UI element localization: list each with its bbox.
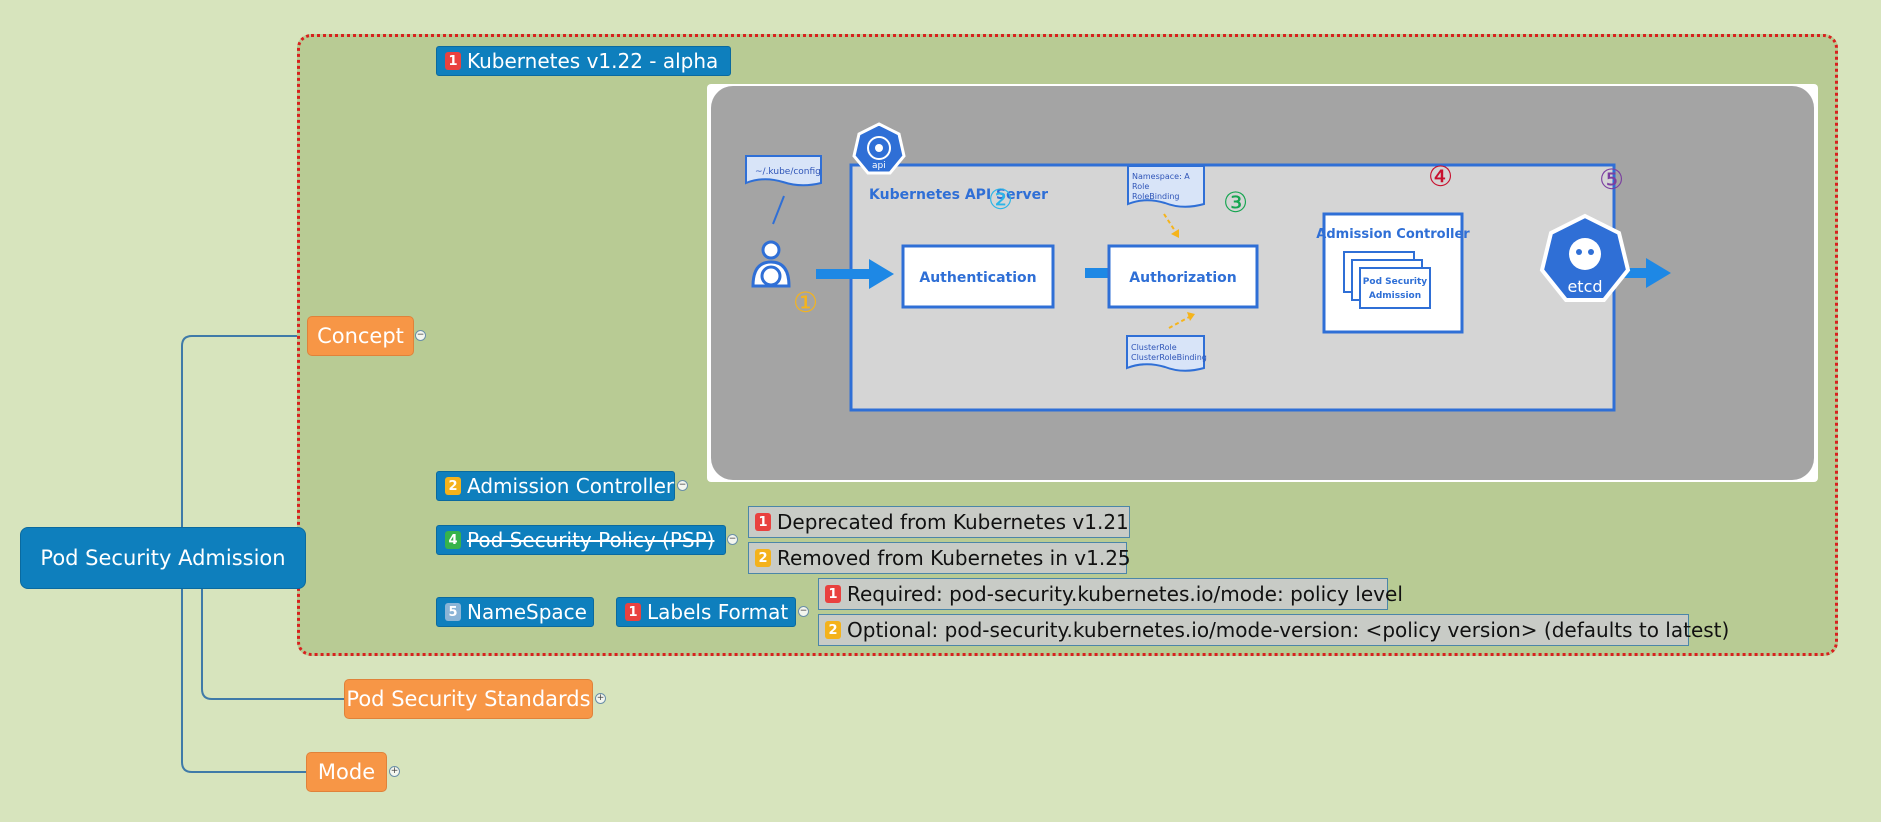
topic-label: Kubernetes v1.22 - alpha bbox=[467, 49, 719, 73]
priority-2-icon: 2 bbox=[755, 549, 771, 567]
psp-deprecated-note[interactable]: 1 Deprecated from Kubernetes v1.21 bbox=[748, 506, 1130, 538]
namespace-note: Namespace: A Role RoleBinding bbox=[1127, 165, 1205, 238]
topic-label: Deprecated from Kubernetes v1.21 bbox=[777, 510, 1129, 534]
topic-label: Optional: pod-security.kubernetes.io/mod… bbox=[847, 618, 1730, 642]
step-3-marker: ③ bbox=[1223, 186, 1248, 219]
priority-1-icon: 1 bbox=[625, 603, 641, 621]
step-2-marker: ② bbox=[988, 183, 1013, 216]
topic-kubernetes-version[interactable]: 1 Kubernetes v1.22 - alpha bbox=[436, 46, 731, 76]
pod-security-standards-expand-toggle[interactable]: + bbox=[595, 693, 606, 704]
priority-2-icon: 2 bbox=[445, 477, 461, 495]
priority-2-icon: 2 bbox=[825, 621, 841, 639]
topic-label: Pod Security Policy (PSP) bbox=[467, 528, 715, 552]
topic-label: Required: pod-security.kubernetes.io/mod… bbox=[847, 582, 1403, 606]
svg-text:Admission: Admission bbox=[1369, 291, 1421, 301]
priority-1-icon: 1 bbox=[825, 585, 841, 603]
svg-text:ClusterRoleBinding: ClusterRoleBinding bbox=[1131, 353, 1207, 362]
topic-pod-security-standards[interactable]: Pod Security Standards bbox=[344, 679, 593, 719]
svg-text:RoleBinding: RoleBinding bbox=[1132, 192, 1179, 201]
step-1-marker: ① bbox=[793, 286, 818, 319]
priority-4-icon: 4 bbox=[445, 531, 461, 549]
api-server-diagram: ~/.kube/config ① api Kubernetes API Serv… bbox=[707, 84, 1818, 482]
topic-label: Removed from Kubernetes in v1.25 bbox=[777, 546, 1131, 570]
topic-namespace[interactable]: 5 NameSpace bbox=[436, 597, 594, 627]
user-icon bbox=[751, 240, 791, 288]
kubeconfig-note: ~/.kube/config bbox=[745, 155, 822, 225]
topic-label: Admission Controller bbox=[467, 474, 675, 498]
svg-text:Role: Role bbox=[1132, 182, 1149, 191]
kubeconfig-text: ~/.kube/config bbox=[755, 167, 821, 177]
topic-label: NameSpace bbox=[467, 600, 587, 624]
step-4-marker: ④ bbox=[1428, 160, 1453, 193]
authentication-box: Authentication bbox=[919, 270, 1036, 286]
cluster-role-note: ClusterRole ClusterRoleBinding bbox=[1126, 312, 1207, 372]
authorization-box: Authorization bbox=[1129, 270, 1236, 286]
psp-collapse-toggle[interactable]: − bbox=[727, 534, 738, 545]
priority-5-icon: 5 bbox=[445, 603, 461, 621]
svg-text:ClusterRole: ClusterRole bbox=[1131, 343, 1177, 352]
concept-collapse-toggle[interactable]: − bbox=[415, 330, 426, 341]
topic-mode[interactable]: Mode bbox=[306, 752, 387, 792]
topic-admission-controller[interactable]: 2 Admission Controller bbox=[436, 471, 675, 501]
api-server-title: Kubernetes API Server bbox=[869, 187, 1048, 203]
step-5-marker: ⑤ bbox=[1599, 163, 1624, 196]
kubernetes-api-icon: api bbox=[852, 122, 906, 175]
svg-text:Namespace: A: Namespace: A bbox=[1132, 172, 1190, 181]
etcd-label: etcd bbox=[1567, 277, 1602, 296]
pod-security-admission-stack: Pod Security Admission bbox=[1343, 251, 1431, 309]
etcd-icon: etcd bbox=[1539, 213, 1631, 302]
api-icon-label: api bbox=[872, 161, 886, 171]
kubernetes-api-flow-diagram: ~/.kube/config ① api Kubernetes API Serv… bbox=[711, 86, 1814, 480]
priority-1-icon: 1 bbox=[445, 52, 461, 70]
labels-format-collapse-toggle[interactable]: − bbox=[798, 606, 809, 617]
psp-removed-note[interactable]: 2 Removed from Kubernetes in v1.25 bbox=[748, 542, 1131, 574]
svg-text:Pod Security: Pod Security bbox=[1363, 277, 1428, 287]
topic-concept[interactable]: Concept bbox=[307, 316, 414, 356]
topic-pod-security-policy[interactable]: 4 Pod Security Policy (PSP) bbox=[436, 525, 726, 555]
priority-1-icon: 1 bbox=[755, 513, 771, 531]
admission-controller-box: Admission Controller bbox=[1316, 227, 1470, 242]
admission-controller-collapse-toggle[interactable]: − bbox=[677, 480, 688, 491]
root-topic[interactable]: Pod Security Admission bbox=[20, 527, 306, 589]
topic-label: Labels Format bbox=[647, 600, 789, 624]
label-optional-note[interactable]: 2 Optional: pod-security.kubernetes.io/m… bbox=[818, 614, 1729, 646]
label-required-note[interactable]: 1 Required: pod-security.kubernetes.io/m… bbox=[818, 578, 1403, 610]
topic-labels-format[interactable]: 1 Labels Format bbox=[616, 597, 796, 627]
mode-expand-toggle[interactable]: + bbox=[389, 766, 400, 777]
